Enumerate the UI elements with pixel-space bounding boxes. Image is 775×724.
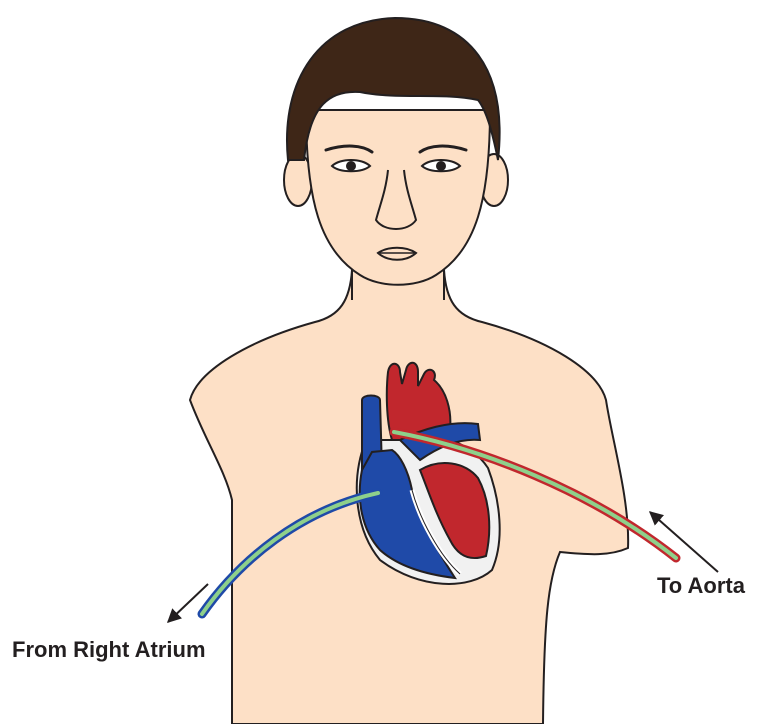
left-eye: [332, 160, 370, 171]
from-right-atrium-label: From Right Atrium: [12, 639, 206, 661]
right-eye: [422, 160, 460, 171]
to-aorta-label: To Aorta: [657, 575, 745, 597]
